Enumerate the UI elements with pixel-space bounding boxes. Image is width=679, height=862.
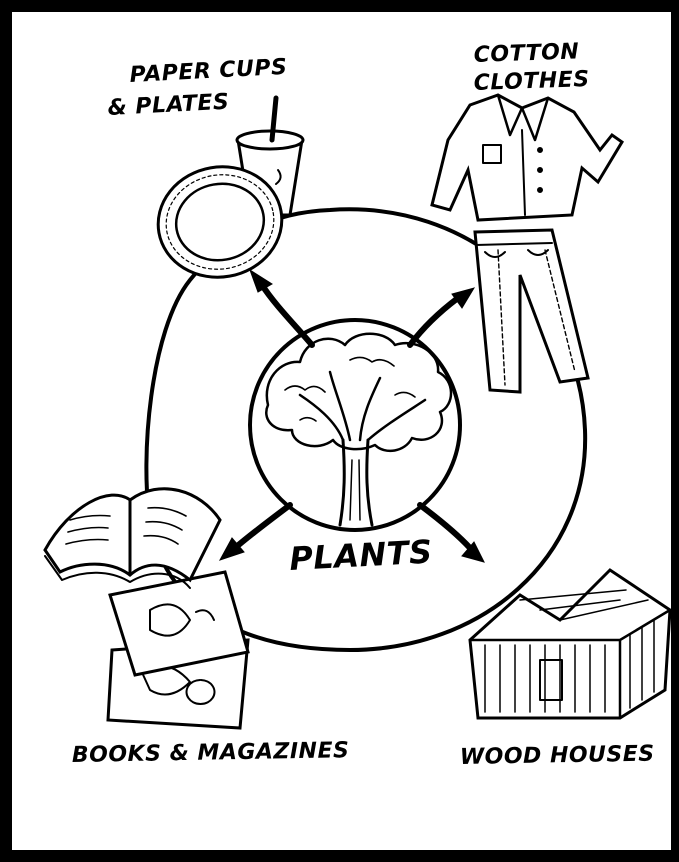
arrow-to-books [220,505,290,560]
arrow-to-clothes [410,288,474,345]
label-plants: PLANTS [288,533,433,578]
label-clothes-line2: CLOTHES [473,67,590,96]
label-houses: WOOD HOUSES [460,742,655,770]
label-books: BOOKS & MAGAZINES [72,738,350,768]
label-clothes-line1: COTTON [473,39,579,68]
tree-icon [250,320,460,530]
arrow-to-cups [250,270,312,345]
paper-cup-plate-icon [149,98,303,287]
wood-house-icon [470,570,670,718]
label-cups-line1: PAPER CUPS [129,55,288,88]
label-cups-line2: & PLATES [107,90,230,121]
shirt-pants-icon [432,95,622,392]
book-magazine-icon [45,489,248,728]
